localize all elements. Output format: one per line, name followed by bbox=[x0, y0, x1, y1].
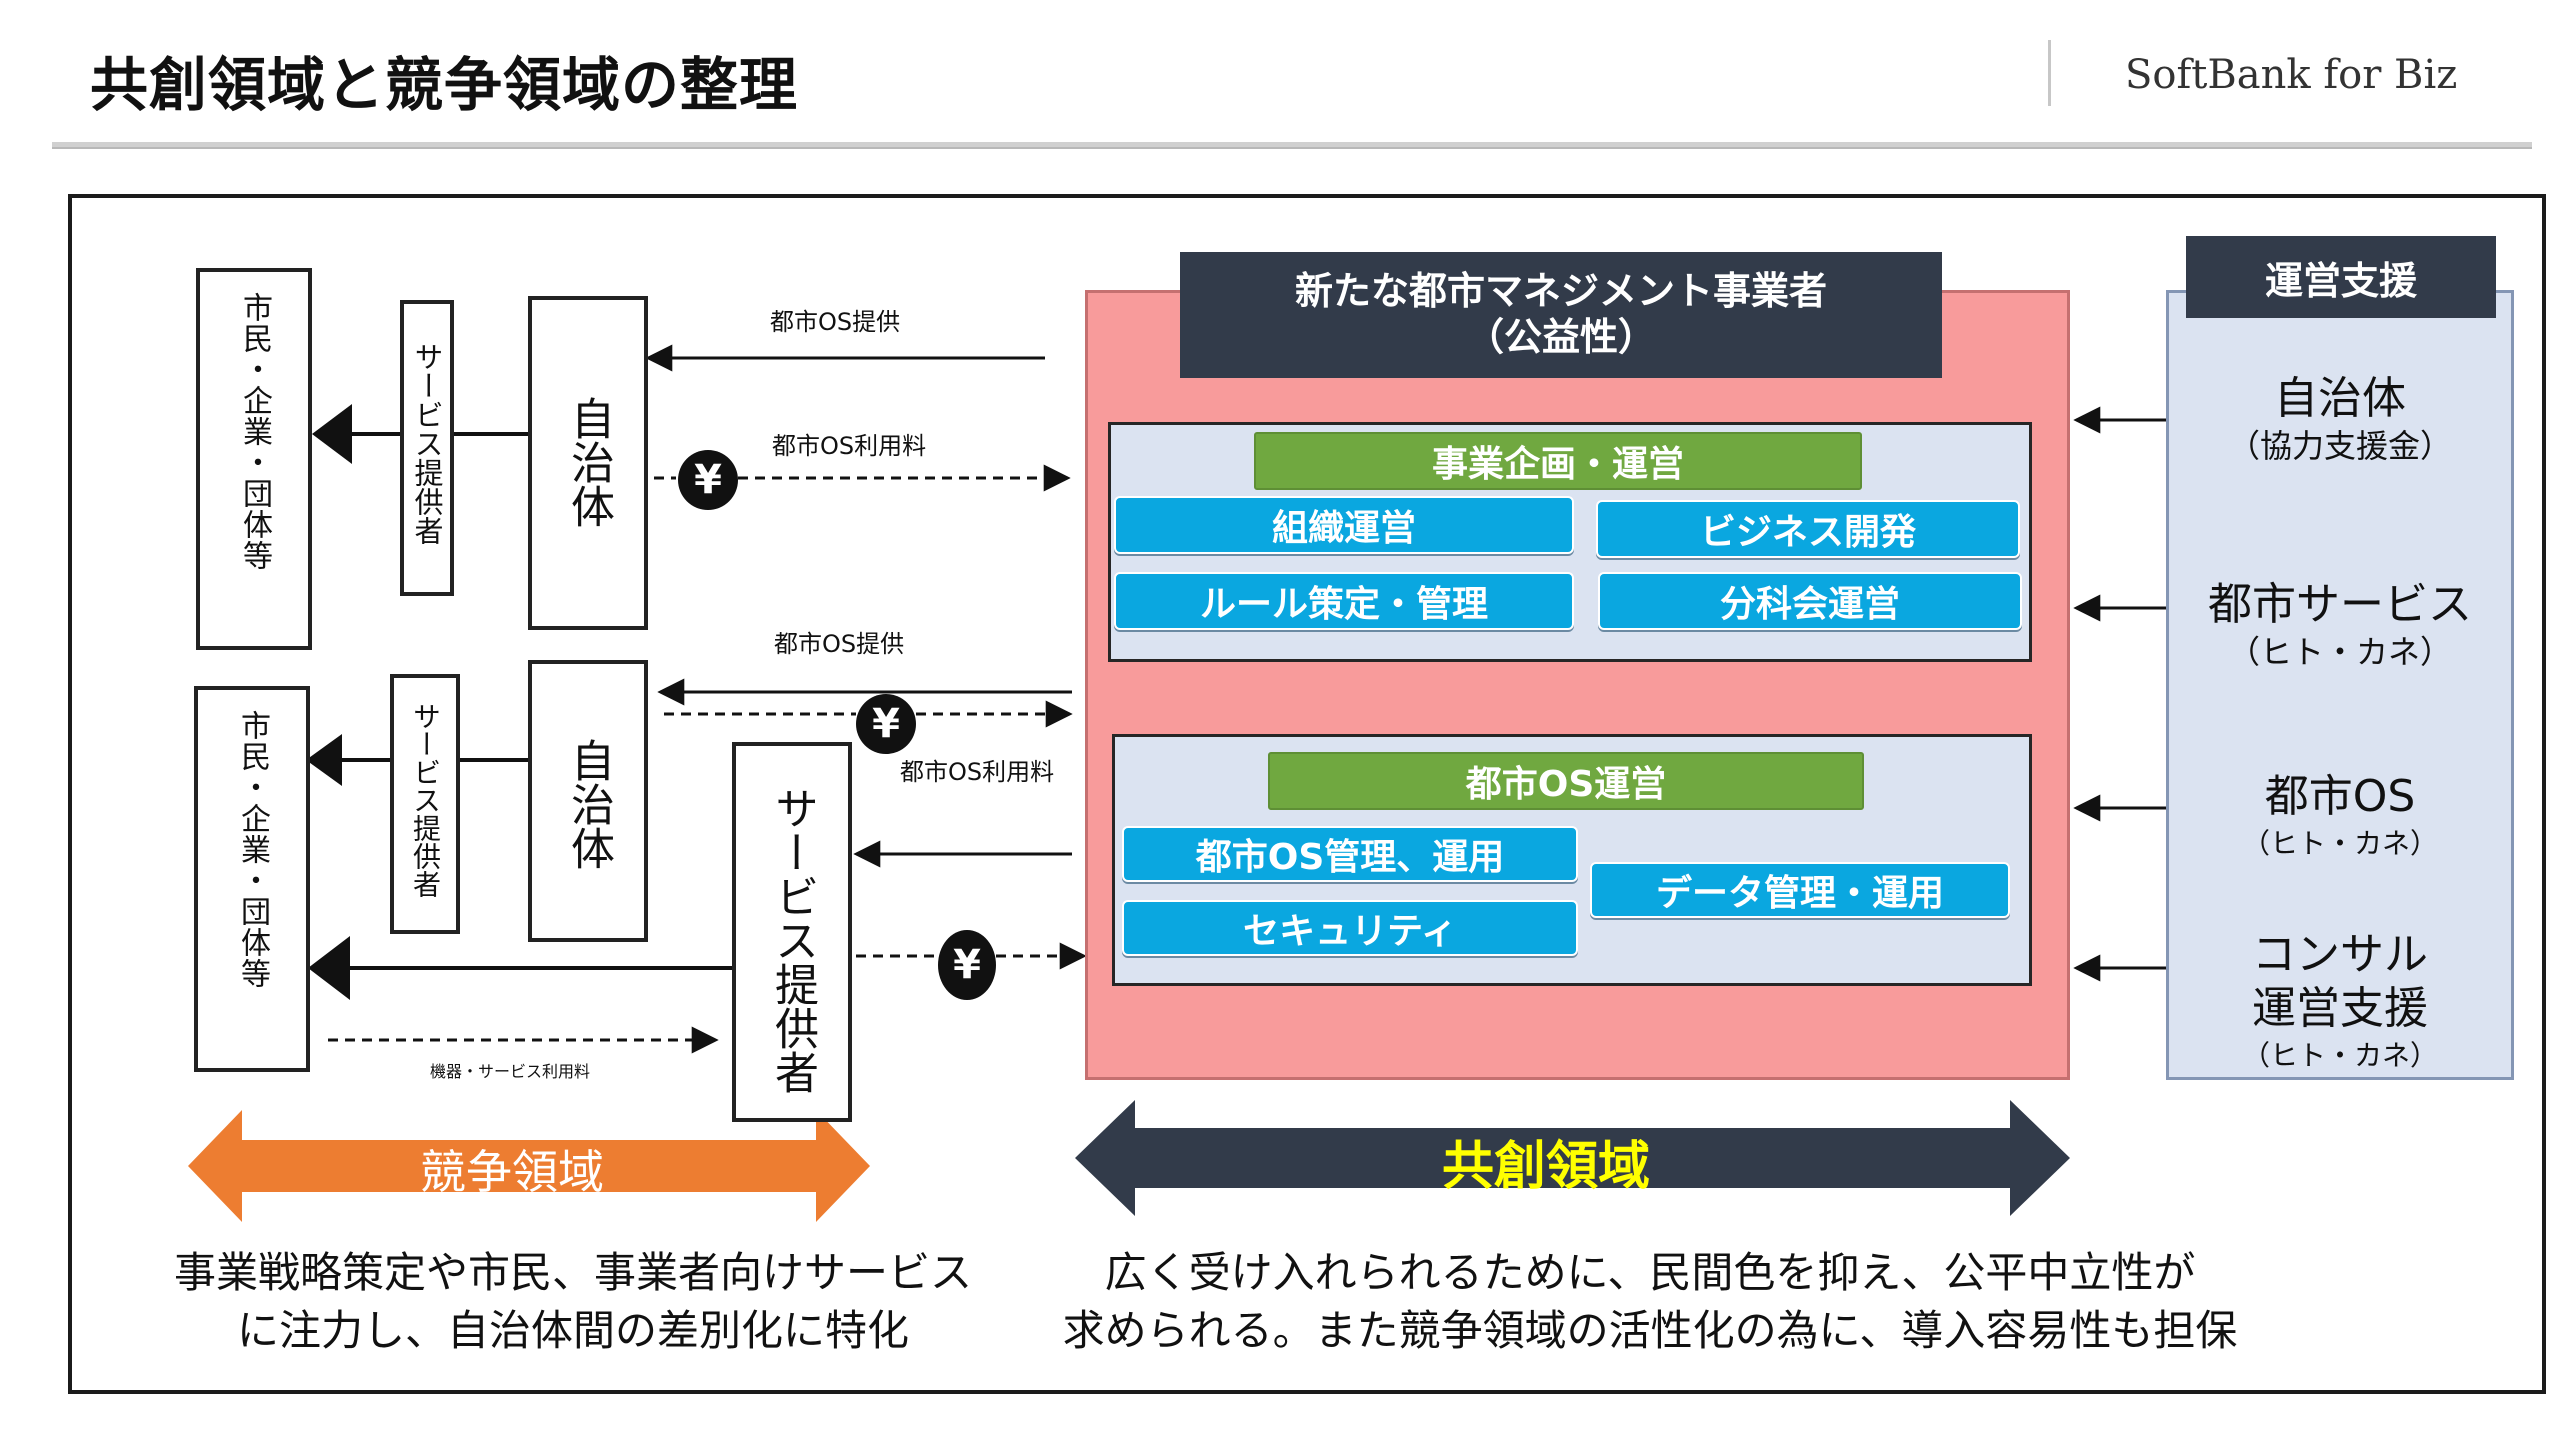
flow-label-os-provide-mid: 都市OS提供 bbox=[774, 630, 905, 658]
support-item-municipality: 自治体 （協力支援金） bbox=[2190, 372, 2490, 466]
diagram-frame bbox=[68, 194, 2546, 1394]
cocreation-desc-line1: 広く受け入れられるために、民間色を抑え、公平中立性が bbox=[1104, 1248, 2196, 1297]
citizens-label: 市民・企業・団体等 bbox=[237, 292, 272, 571]
cocreation-description: 広く受け入れられるために、民間色を抑え、公平中立性が 求められる。また競争領域の… bbox=[1030, 1244, 2270, 1360]
flow-label-device-fee: 機器・サービス利用料 bbox=[430, 1062, 591, 1081]
service-provider-box-bottom: サービス提供者 bbox=[390, 674, 460, 934]
municipality-box-top: 自治体 bbox=[528, 296, 648, 630]
support-item-main: 都市OS bbox=[2264, 771, 2416, 822]
operator-subtitle: （公益性） bbox=[1465, 315, 1656, 359]
header-rule bbox=[52, 142, 2532, 149]
header-divider bbox=[2048, 40, 2051, 106]
support-item-main: 都市サービス bbox=[2208, 579, 2472, 630]
flow-label-os-fee-top: 都市OS利用料 bbox=[772, 432, 927, 460]
flow-label-os-provide-top: 都市OS提供 bbox=[770, 308, 901, 336]
planning-item-organization: 組織運営 bbox=[1114, 496, 1574, 554]
planning-item-rules: ルール策定・管理 bbox=[1114, 572, 1574, 630]
cocreation-label: 共創領域 bbox=[1442, 1137, 1651, 1197]
os-item-security: セキュリティ bbox=[1122, 900, 1578, 956]
yen-icon: ¥ bbox=[938, 930, 996, 1000]
os-operation-header: 都市OS運営 bbox=[1268, 752, 1864, 810]
competition-desc-line2: に注力し、自治体間の差別化に特化 bbox=[236, 1306, 909, 1355]
planning-header: 事業企画・運営 bbox=[1254, 432, 1862, 490]
os-item-data-management: データ管理・運用 bbox=[1590, 862, 2010, 918]
support-item-main: 自治体 bbox=[2274, 373, 2406, 424]
support-item-consulting: コンサル 運営支援 （ヒト・カネ） bbox=[2190, 928, 2490, 1076]
competition-label: 競争領域 bbox=[420, 1145, 604, 1199]
brand-logo: SoftBank for Biz bbox=[2125, 52, 2458, 98]
competition-description: 事業戦略策定や市民、事業者向けサービス に注力し、自治体間の差別化に特化 bbox=[148, 1244, 998, 1360]
flow-label-os-fee-mid: 都市OS利用料 bbox=[900, 758, 1055, 786]
citizens-box-top: 市民・企業・団体等 bbox=[196, 268, 312, 650]
support-item-sub: （協力支援金） bbox=[2227, 427, 2452, 465]
support-item-main2: 運営支援 bbox=[2252, 983, 2428, 1034]
yen-icon: ¥ bbox=[856, 694, 916, 754]
competition-arrow bbox=[188, 1110, 870, 1222]
os-item-management: 都市OS管理、運用 bbox=[1122, 826, 1578, 882]
service-provider-big-box: サービス提供者 bbox=[732, 742, 852, 1122]
municipality-label: 自治体 bbox=[563, 738, 614, 870]
support-item-sub: （ヒト・カネ） bbox=[2241, 1039, 2438, 1072]
competition-desc-line1: 事業戦略策定や市民、事業者向けサービス bbox=[173, 1248, 972, 1297]
support-item-city-os: 都市OS （ヒト・カネ） bbox=[2190, 770, 2490, 864]
planning-item-subcommittee: 分科会運営 bbox=[1598, 572, 2022, 630]
arrowhead-citizens-top bbox=[312, 404, 352, 464]
municipality-label: 自治体 bbox=[563, 396, 614, 528]
support-item-sub: （ヒト・カネ） bbox=[2241, 827, 2438, 860]
support-header: 運営支援 bbox=[2186, 236, 2496, 318]
support-area bbox=[2166, 290, 2514, 1080]
citizens-label: 市民・企業・団体等 bbox=[235, 710, 270, 989]
cocreation-desc-line2: 求められる。また競争領域の活性化の為に、導入容易性も担保 bbox=[1062, 1306, 2238, 1355]
operator-title: 新たな都市マネジメント事業者 bbox=[1294, 269, 1827, 313]
service-provider-big-label: サービス提供者 bbox=[767, 786, 818, 1094]
service-provider-label: サービス提供者 bbox=[410, 342, 444, 545]
yen-icon: ¥ bbox=[678, 450, 738, 510]
arrowhead-citizens-big bbox=[308, 936, 350, 1000]
operator-header: 新たな都市マネジメント事業者 （公益性） bbox=[1180, 252, 1942, 378]
cocreation-arrow bbox=[1075, 1100, 2070, 1216]
citizens-box-bottom: 市民・企業・団体等 bbox=[194, 686, 310, 1072]
support-item-sub: （ヒト・カネ） bbox=[2227, 633, 2452, 671]
arrowhead-citizens-bottom bbox=[306, 734, 342, 786]
municipality-box-bottom: 自治体 bbox=[528, 660, 648, 942]
planning-item-business-dev: ビジネス開発 bbox=[1596, 500, 2020, 558]
service-provider-box-top: サービス提供者 bbox=[400, 300, 454, 596]
service-provider-label: サービス提供者 bbox=[409, 702, 442, 898]
support-item-main: コンサル bbox=[2252, 929, 2428, 980]
support-item-city-service: 都市サービス （ヒト・カネ） bbox=[2190, 578, 2490, 672]
page-title: 共創領域と競争領域の整理 bbox=[90, 51, 799, 119]
